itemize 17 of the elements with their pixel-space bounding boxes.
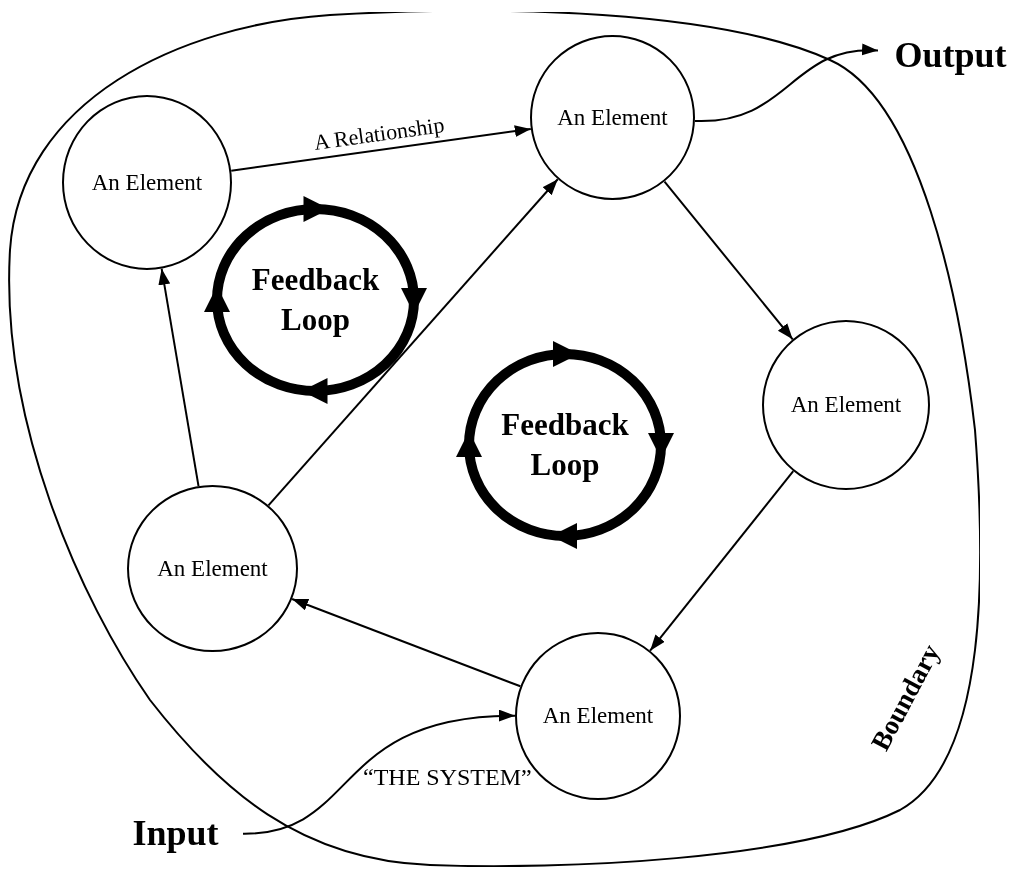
arrow	[693, 44, 879, 122]
arrow	[230, 125, 532, 172]
element-circle: An Element	[530, 35, 695, 200]
arrow	[242, 710, 516, 835]
flow-label: Input	[108, 808, 243, 858]
arrow	[158, 267, 200, 488]
arrow	[663, 180, 794, 341]
arrow	[291, 597, 522, 688]
loop-label: Feedback Loop	[250, 260, 381, 339]
arrow	[267, 178, 559, 507]
flow-label: Output	[878, 30, 1023, 80]
element-circle: An Element	[62, 95, 232, 270]
arrow	[649, 470, 795, 652]
element-circle: An Element	[127, 485, 298, 652]
system-label: “THE SYSTEM”	[363, 764, 532, 791]
loop-label: Feedback Loop	[500, 405, 630, 484]
element-circle: An Element	[762, 320, 930, 490]
